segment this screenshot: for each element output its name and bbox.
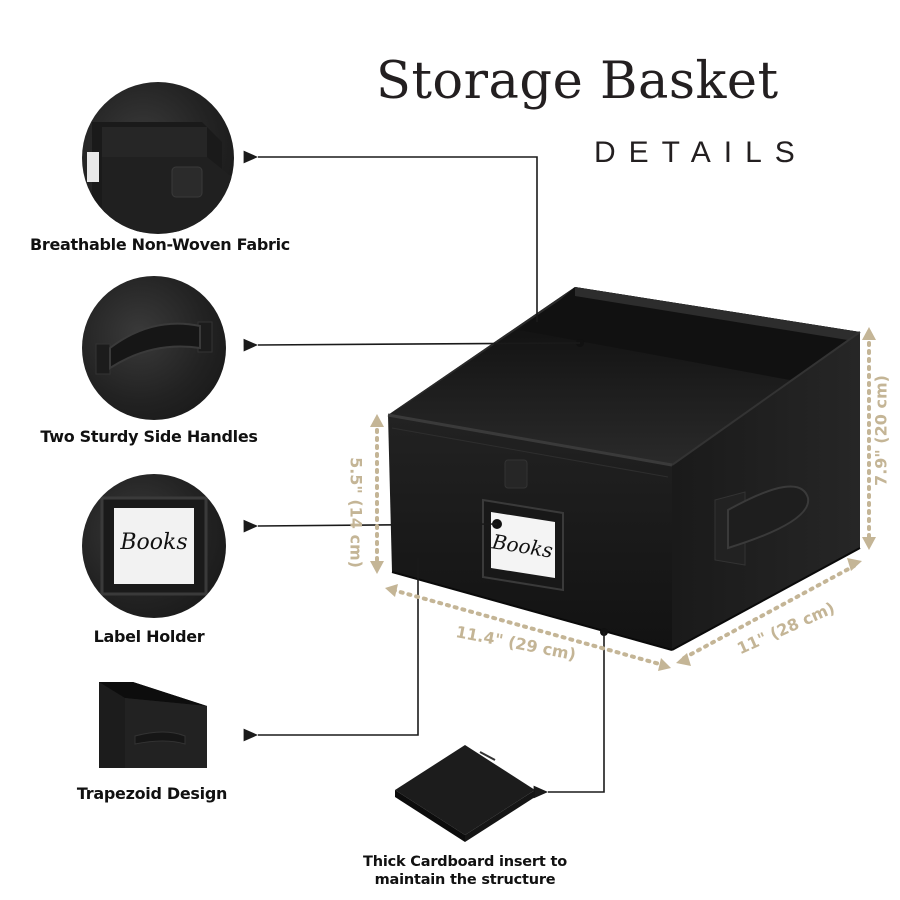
label-card-text: Books (120, 530, 188, 555)
label-holder-closeup-icon: Books (82, 474, 226, 618)
feature-label-handles: Two Sturdy Side Handles (40, 427, 258, 446)
dimension-arrowheads (370, 327, 876, 671)
dimension-front-height: 5.5" (14 cm) (346, 457, 366, 568)
feature-label-fabric: Breathable Non-Woven Fabric (30, 235, 290, 254)
insert-label-line1: Thick Cardboard insert to (363, 854, 567, 870)
trapezoid-basket-icon (95, 678, 213, 770)
page-title: Storage Basket (376, 52, 779, 111)
dimension-lines (375, 333, 871, 667)
handle-closeup-icon (82, 276, 226, 420)
feature-label-trapezoid: Trapezoid Design (76, 784, 228, 803)
storage-basket-illustration (387, 287, 861, 651)
page-subtitle: DETAILS (594, 136, 808, 169)
insert-label-line2: maintain the structure (374, 872, 556, 888)
dimension-back-height: 7.9" (20 cm) (871, 375, 891, 486)
fabric-closeup-icon (82, 82, 234, 234)
insert-label: Thick Cardboard insert to maintain the s… (363, 853, 567, 889)
feature-label-label-holder: Label Holder (93, 627, 205, 646)
cardboard-insert-illustration (395, 745, 535, 842)
